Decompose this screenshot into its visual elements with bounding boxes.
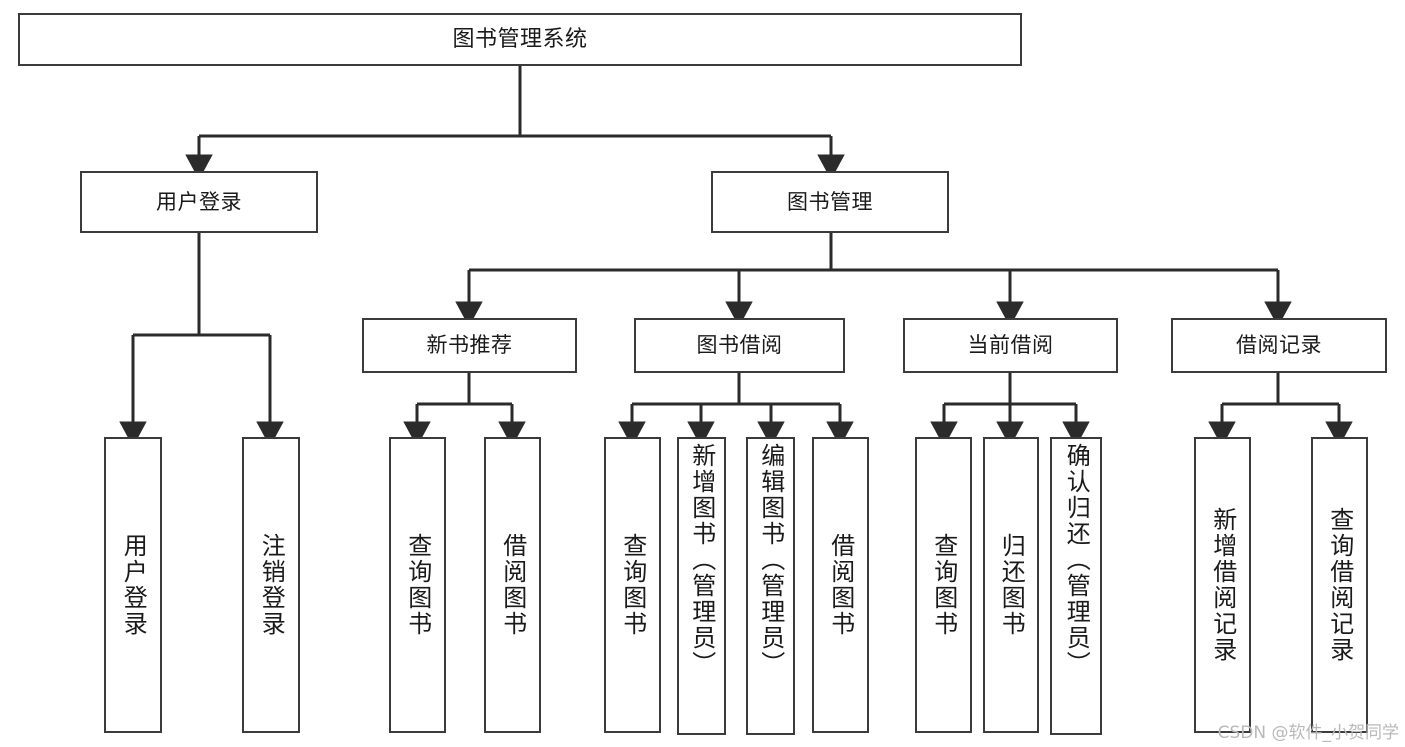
leaf-borrow-query-book[interactable]: 查询图书: [604, 437, 661, 733]
node-label: 当前借阅: [967, 333, 1054, 358]
node-label: 查询借阅记录: [1325, 507, 1354, 663]
leaf-current-query-book[interactable]: 查询图书: [915, 437, 972, 733]
node-label: 借阅图书: [826, 533, 855, 637]
node-label: 编辑图书（管理员）: [756, 443, 785, 677]
node-label: 确认归还（管理员）: [1062, 443, 1091, 677]
node-label: 用户登录: [119, 533, 148, 637]
node-label: 借阅记录: [1236, 333, 1322, 358]
node-borrow-record[interactable]: 借阅记录: [1171, 318, 1387, 373]
leaf-user-login[interactable]: 用户登录: [104, 437, 162, 733]
node-book-borrow[interactable]: 图书借阅: [634, 318, 845, 373]
node-label: 新增借阅记录: [1208, 507, 1237, 663]
node-label: 归还图书: [997, 533, 1026, 637]
node-label: 查询图书: [618, 533, 647, 637]
node-label: 新增图书（管理员）: [687, 443, 716, 677]
node-root-book-management-system[interactable]: 图书管理系统: [18, 13, 1022, 66]
leaf-confirm-return-admin[interactable]: 确认归还（管理员）: [1050, 437, 1102, 735]
leaf-borrow-borrow-book[interactable]: 借阅图书: [812, 437, 869, 733]
node-label: 查询图书: [929, 533, 958, 637]
node-label: 注销登录: [257, 533, 286, 637]
node-label: 新书推荐: [426, 333, 513, 358]
node-label: 图书管理系统: [452, 26, 588, 52]
leaf-edit-book-admin[interactable]: 编辑图书（管理员）: [746, 437, 795, 735]
node-current-borrow[interactable]: 当前借阅: [903, 318, 1118, 373]
leaf-return-book[interactable]: 归还图书: [983, 437, 1039, 733]
leaf-logout[interactable]: 注销登录: [242, 437, 300, 733]
csdn-watermark: CSDN @软件_小贺同学: [1217, 723, 1399, 743]
node-book-management[interactable]: 图书管理: [711, 171, 949, 233]
node-label: 图书管理: [787, 189, 873, 214]
leaf-add-book-admin[interactable]: 新增图书（管理员）: [677, 437, 726, 735]
leaf-new-book-query-book[interactable]: 查询图书: [389, 437, 446, 733]
leaf-add-borrow-record[interactable]: 新增借阅记录: [1194, 437, 1251, 733]
node-label: 图书借阅: [696, 333, 783, 358]
node-label: 用户登录: [156, 189, 242, 214]
leaf-new-book-borrow-book[interactable]: 借阅图书: [484, 437, 541, 733]
node-label: 借阅图书: [498, 533, 527, 637]
leaf-query-borrow-record[interactable]: 查询借阅记录: [1311, 437, 1368, 733]
node-user-login[interactable]: 用户登录: [80, 171, 318, 233]
node-new-book-recommend[interactable]: 新书推荐: [362, 318, 577, 373]
node-label: 查询图书: [403, 533, 432, 637]
